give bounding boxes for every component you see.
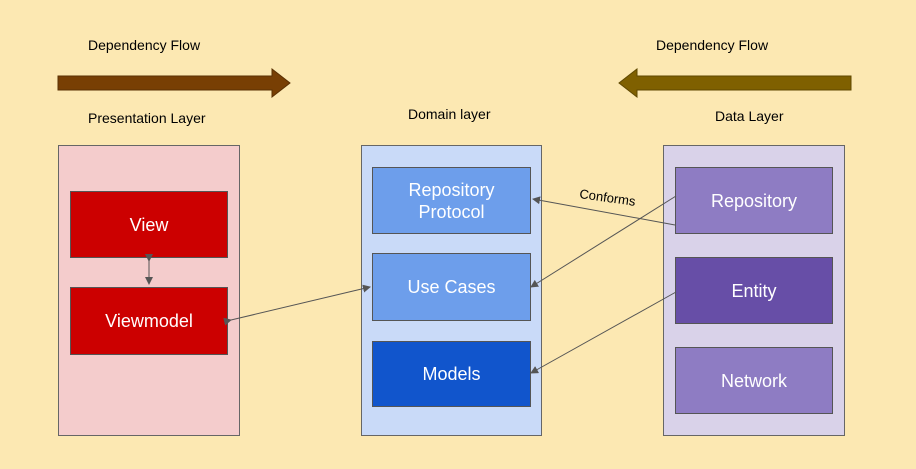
dependency-flow-left-arrow	[618, 67, 852, 99]
conforms-connector	[532, 196, 676, 226]
data-layer-title: Data Layer	[715, 108, 784, 124]
entity-box: Entity	[675, 257, 833, 324]
repository-box: Repository	[675, 167, 833, 234]
viewmodel-box: Viewmodel	[70, 287, 228, 355]
dependency-flow-right-arrow	[57, 67, 291, 99]
repository-usecases-connector	[530, 195, 677, 288]
dependency-flow-left-label: Dependency Flow	[88, 37, 201, 53]
network-box: Network	[675, 347, 833, 414]
presentation-layer-title: Presentation Layer	[88, 110, 206, 126]
repository-protocol-box: Repository Protocol	[372, 167, 531, 234]
conforms-label: Conforms	[579, 186, 637, 209]
models-box: Models	[372, 341, 531, 407]
domain-layer-title: Domain layer	[408, 106, 491, 122]
viewmodel-usecases-connector	[223, 284, 371, 326]
view-box: View	[70, 191, 228, 258]
dependency-flow-right-label: Dependency Flow	[656, 37, 769, 53]
use-cases-box: Use Cases	[372, 253, 531, 321]
entity-models-connector	[530, 291, 677, 374]
